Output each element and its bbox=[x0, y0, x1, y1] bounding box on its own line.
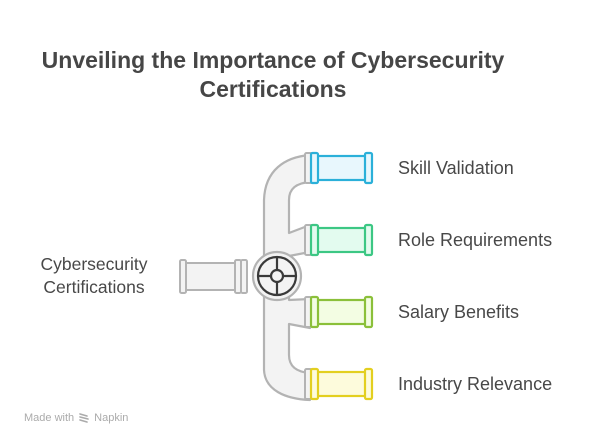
center-label: Cybersecurity Certifications bbox=[20, 253, 168, 299]
branch-label-skill-validation: Skill Validation bbox=[398, 158, 514, 178]
input-pipe bbox=[179, 259, 248, 294]
napkin-brand-text: Napkin bbox=[94, 412, 129, 424]
title-line-2: Certifications bbox=[199, 76, 347, 102]
center-label-line-1: Cybersecurity bbox=[40, 254, 148, 274]
footer-attribution: Made with Napkin bbox=[24, 412, 128, 424]
branch-pipe-skill-validation bbox=[304, 151, 374, 185]
napkin-logo-icon bbox=[79, 413, 89, 423]
valve-wheel-icon bbox=[251, 250, 303, 302]
branch-pipe-industry-relevance bbox=[304, 367, 374, 401]
title-line-1: Unveiling the Importance of Cybersecurit… bbox=[41, 47, 505, 73]
branch-label-industry-relevance: Industry Relevance bbox=[398, 374, 553, 394]
branch-label-role-requirements: Role Requirements bbox=[398, 230, 553, 250]
branch-pipe-salary-benefits bbox=[304, 295, 374, 329]
center-label-line-2: Certifications bbox=[43, 277, 145, 297]
branch-pipe-role-requirements bbox=[304, 223, 374, 257]
branch-label-salary-benefits: Salary Benefits bbox=[398, 302, 520, 322]
diagram-title: Unveiling the Importance of Cybersecurit… bbox=[0, 46, 546, 104]
made-with-text: Made with bbox=[24, 412, 75, 424]
